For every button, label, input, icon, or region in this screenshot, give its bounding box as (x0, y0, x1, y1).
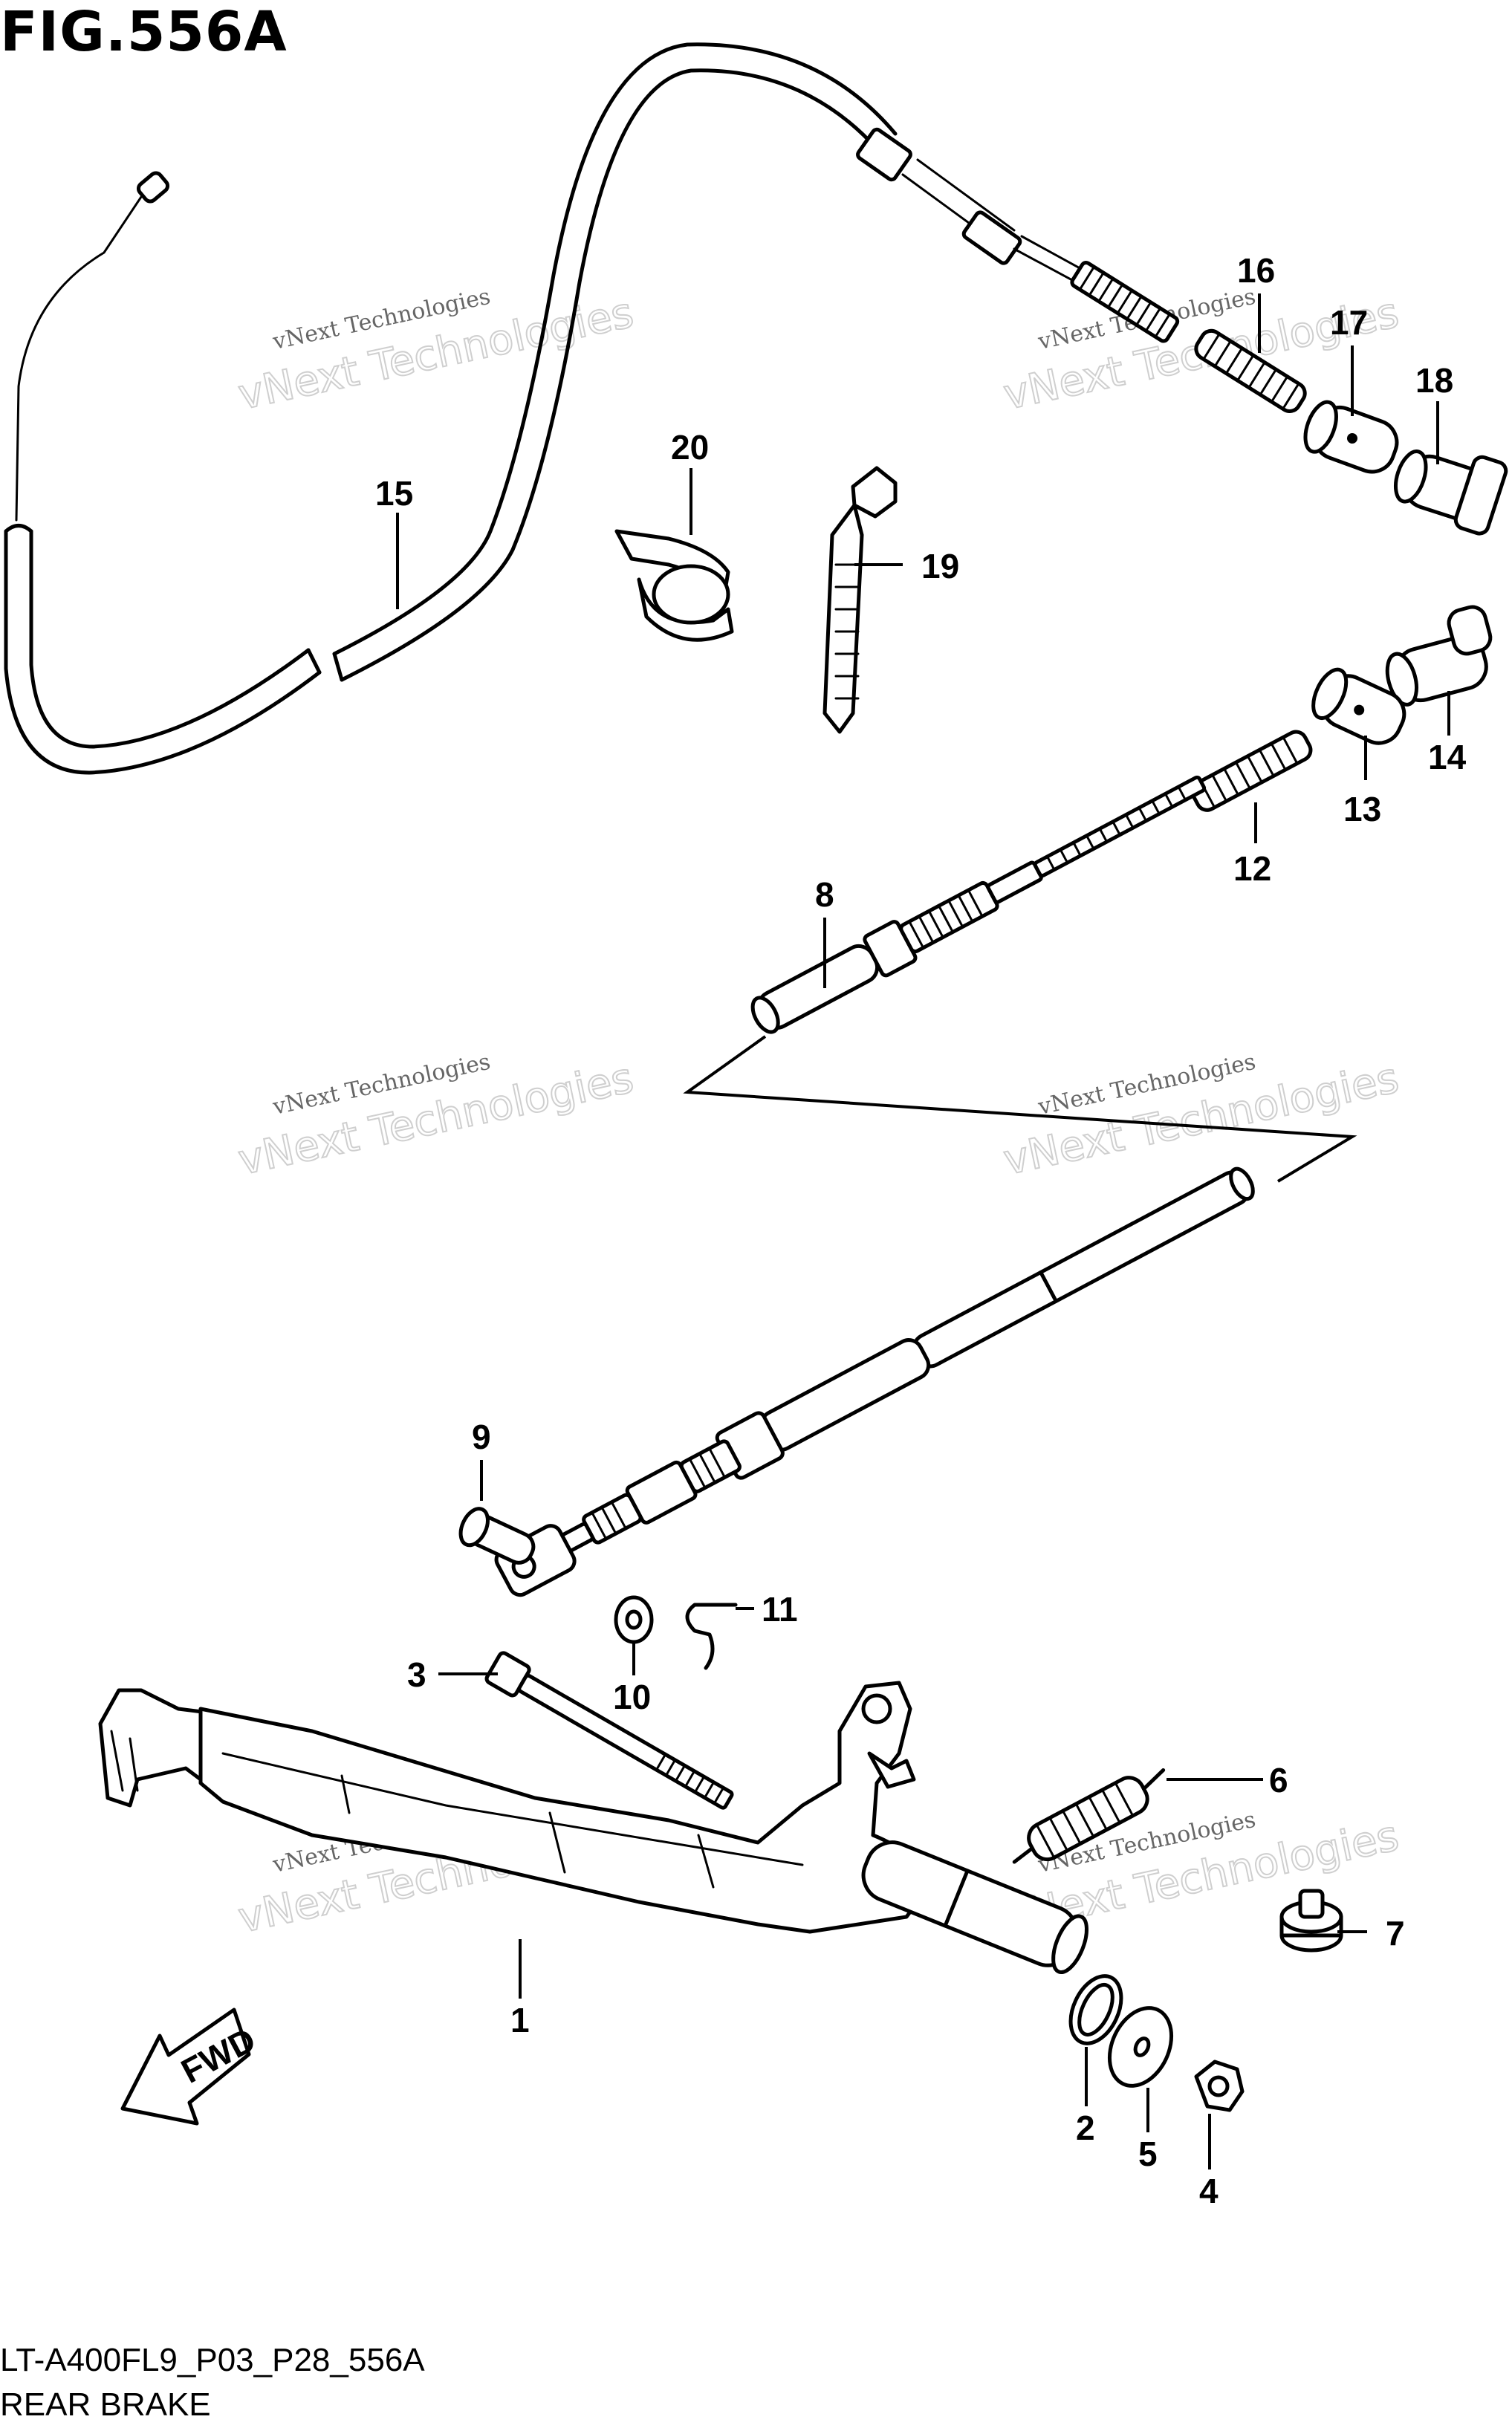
callout-10: 10 (613, 1678, 651, 1716)
callout-18: 18 (1415, 361, 1453, 400)
part-8-rear-brake-cable (494, 775, 1357, 1597)
watermark-top-left: vNext Technologies vNext Technologies (233, 284, 638, 421)
callout-17: 17 (1330, 303, 1368, 342)
callout-5: 5 (1138, 2135, 1158, 2173)
parts-diagram: vNext Technologies vNext Technologies vN… (4, 42, 1508, 2210)
callout-20: 20 (671, 428, 709, 467)
part-12-spring (1190, 730, 1313, 812)
callout-6: 6 (1269, 1761, 1288, 1799)
part-11-cotter-pin (685, 1603, 738, 1670)
callout-8: 8 (815, 875, 834, 914)
callout-19: 19 (921, 547, 959, 585)
callout-13: 13 (1343, 790, 1381, 828)
part-20-clamp (614, 529, 734, 642)
part-17-sleeve (1303, 400, 1399, 474)
callout-7: 7 (1386, 1914, 1405, 1953)
callout-9: 9 (472, 1418, 491, 1456)
fwd-arrow-icon: FWD (120, 2008, 262, 2126)
callout-1: 1 (510, 2001, 530, 2039)
part-18-fitting (1393, 449, 1508, 536)
part-2-o-ring (1068, 1974, 1123, 2045)
callout-3: 3 (407, 1655, 426, 1694)
part-5-washer (1107, 2006, 1174, 2088)
part-4-nut (1194, 2060, 1245, 2112)
part-13-sleeve (1311, 667, 1406, 745)
part-16-spring (1194, 328, 1307, 413)
callout-16: 16 (1237, 251, 1275, 290)
section-name: REAR BRAKE (0, 2386, 211, 2423)
part-19-cable-tie (822, 466, 898, 734)
part-9-clevis-pin (458, 1507, 536, 1565)
callout-14: 14 (1428, 738, 1467, 776)
part-1-brake-pedal (98, 1681, 1089, 1974)
part-6-return-spring (1012, 1768, 1166, 1864)
callout-15: 15 (375, 474, 413, 513)
callout-numbers: 15 16 17 18 20 19 14 13 12 8 9 11 10 3 6… (375, 251, 1467, 2210)
figure-title: FIG.556A (0, 0, 288, 64)
part-3-bolt (484, 1651, 734, 1810)
watermark-mid-left: vNext Technologies vNext Technologies (233, 1049, 638, 1186)
callout-11: 11 (762, 1590, 798, 1629)
leader-lines (396, 293, 1450, 2169)
callout-2: 2 (1076, 2109, 1095, 2147)
callout-4: 4 (1199, 2172, 1219, 2210)
part-15-brake-cable (4, 42, 1180, 775)
part-14-fitting (1385, 605, 1493, 707)
watermark-mid-right: vNext Technologies vNext Technologies (999, 1049, 1404, 1186)
callout-12: 12 (1233, 849, 1271, 888)
diagram-code: LT-A400FL9_P03_P28_556A (0, 2342, 425, 2378)
part-7-stud-nut (1279, 1889, 1343, 1953)
part-10-washer (614, 1595, 654, 1644)
